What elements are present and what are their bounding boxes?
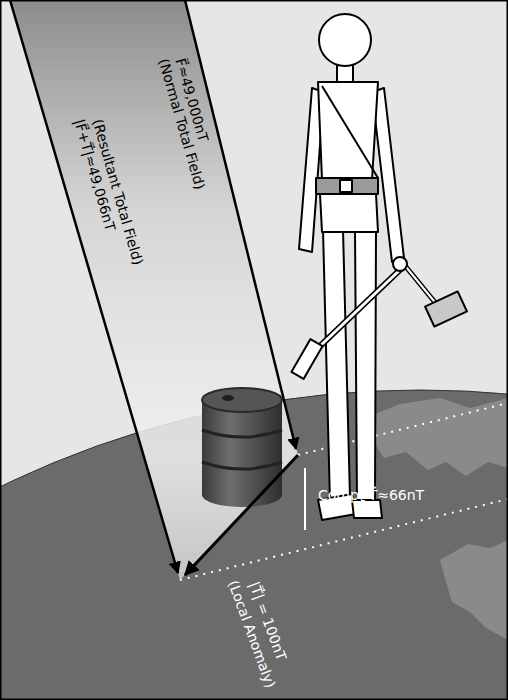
land-patch [360,398,508,476]
resultant-field-arrow [10,0,178,573]
component-label: T⃗≈66nT [369,487,425,503]
operator [291,14,467,520]
normal-field-arrow [185,0,296,449]
land-patch [440,540,508,640]
barrel [202,388,282,507]
component-label: Comp [318,487,359,503]
earth [0,390,508,700]
component-tick [304,468,306,530]
anomaly-arrow [185,455,298,575]
field-beam [10,0,298,580]
component-label: F [360,494,366,510]
